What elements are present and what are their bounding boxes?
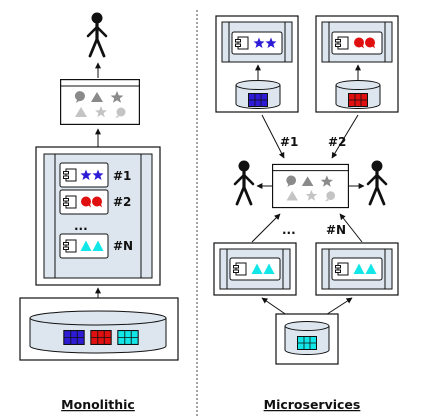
monolithic-section: #1 #2 ... #N Monolithic — [19, 10, 179, 412]
module-label: #2 — [113, 195, 131, 209]
arrow — [251, 213, 281, 243]
module-label: #N — [113, 239, 133, 253]
shared-database — [275, 313, 339, 365]
person-icon — [366, 158, 388, 206]
module-label: #1 — [113, 169, 131, 183]
module-2 — [59, 189, 109, 215]
module-1 — [59, 162, 109, 188]
service-label: #2 — [328, 135, 346, 149]
service-label: #N — [326, 223, 346, 237]
arrow — [339, 213, 363, 243]
database-table-red — [90, 329, 112, 346]
service-n-b — [315, 242, 399, 296]
database-table-cyan — [117, 329, 139, 346]
database-table-blue — [248, 93, 268, 107]
monolith-application: #1 #2 ... #N — [35, 146, 161, 286]
service-label: #1 — [280, 135, 298, 149]
database-table-red — [348, 93, 368, 107]
service-n-a — [213, 242, 297, 296]
microservices-section: #1 #2 ... #N — [213, 15, 399, 412]
ellipsis: ... — [74, 219, 88, 233]
caption-monolithic: Monolithic — [61, 397, 135, 412]
service-2 — [315, 15, 399, 113]
module-n — [59, 233, 109, 259]
monolith-database — [19, 297, 179, 361]
database-table-blue — [63, 329, 85, 346]
person-icon — [233, 158, 255, 206]
ui-window-icon — [271, 163, 350, 209]
caption-microservices: Microservices — [264, 397, 361, 412]
ellipsis: ... — [282, 223, 296, 237]
ui-window-icon — [59, 78, 140, 125]
arrow — [331, 114, 359, 159]
arrow — [261, 114, 285, 159]
database-table-cyan — [297, 336, 317, 350]
person-icon — [86, 10, 108, 58]
service-1 — [215, 15, 299, 113]
